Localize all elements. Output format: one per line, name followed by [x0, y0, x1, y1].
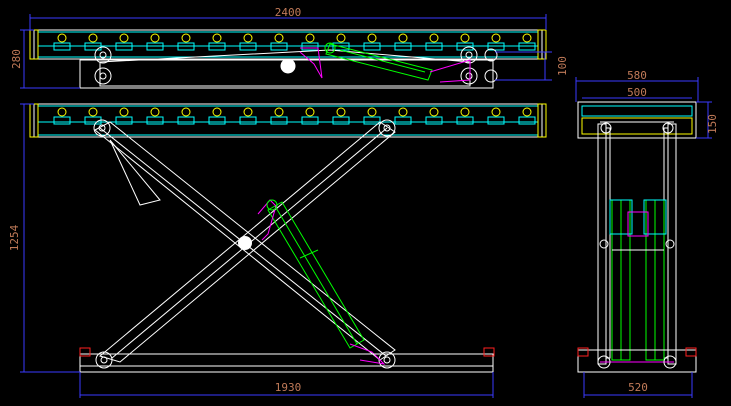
dim-end-top-height: 150	[696, 101, 719, 139]
platform-pin	[460, 33, 470, 43]
dim-raised-height-label: 1254	[8, 224, 21, 251]
platform-pin	[305, 33, 315, 43]
platform-pin	[150, 33, 160, 43]
platform-pin	[181, 33, 191, 43]
dim-end-overall-width-label: 580	[627, 69, 647, 82]
collapsed-pivot-left	[94, 46, 112, 85]
platform-tab	[146, 42, 164, 51]
platform-pin	[522, 33, 532, 43]
dim-base-length: 1930	[79, 372, 494, 398]
platform-pin	[398, 33, 408, 43]
dim-collapsed-height: 280	[10, 29, 80, 89]
dim-end-platform-width: 500	[582, 86, 692, 99]
dim-end-base-width: 520	[583, 372, 693, 398]
platform-tab	[456, 42, 474, 51]
platform-pin	[57, 107, 67, 117]
raised-cylinder	[257, 199, 386, 365]
platform-tab	[487, 116, 505, 125]
platform-tab	[518, 42, 536, 51]
dim-end-overall-width: 580	[575, 69, 699, 102]
dim-collapsed-height-label: 280	[10, 49, 23, 69]
raised-pivot-bottom-left	[95, 351, 113, 369]
platform-tab	[332, 116, 350, 125]
platform-pin	[88, 107, 98, 117]
platform-pin	[336, 107, 346, 117]
platform-pin	[429, 33, 439, 43]
platform-pin	[460, 107, 470, 117]
platform-tab	[456, 116, 474, 125]
end-cylinder-left	[609, 199, 633, 361]
platform-tab	[239, 42, 257, 51]
platform-tab	[84, 42, 102, 51]
platform-pin	[212, 33, 222, 43]
collapsed-cylinder	[299, 42, 471, 83]
dim-base-length-label: 1930	[275, 381, 302, 394]
platform-pin	[274, 33, 284, 43]
platform-tab	[363, 42, 381, 51]
platform-tab	[394, 42, 412, 51]
dim-end-platform-width-label: 500	[627, 86, 647, 99]
platform-tab	[53, 116, 71, 125]
platform-tab	[115, 42, 133, 51]
platform-tab	[301, 116, 319, 125]
platform-pin-row-raised	[53, 107, 536, 125]
platform-pin	[212, 107, 222, 117]
dim-overall-length-label: 2400	[275, 6, 302, 19]
raised-pivot-top-left	[93, 119, 111, 137]
end-cylinder-right	[643, 199, 667, 361]
platform-pin	[522, 107, 532, 117]
platform-pin	[491, 33, 501, 43]
platform-pin	[119, 33, 129, 43]
side-view-collapsed: 2400 280 100	[10, 6, 569, 89]
platform-tab	[53, 42, 71, 51]
platform-pin	[150, 107, 160, 117]
platform-pin	[243, 33, 253, 43]
end-view: 580 500 150 520	[575, 69, 719, 398]
platform-tab	[177, 42, 195, 51]
platform-pin	[398, 107, 408, 117]
dim-stroke-offset: 100	[495, 51, 569, 81]
platform-pin	[367, 33, 377, 43]
platform-pin	[57, 33, 67, 43]
platform-pin	[243, 107, 253, 117]
dim-end-base-width-label: 520	[628, 381, 648, 394]
platform-pin	[181, 107, 191, 117]
collapsed-pivot-right	[460, 46, 498, 85]
dim-stroke-offset-label: 100	[556, 56, 569, 76]
platform-pin-row-collapsed	[53, 33, 536, 51]
dim-raised-height: 1254	[8, 103, 80, 373]
platform-pin	[88, 33, 98, 43]
platform-pin	[367, 107, 377, 117]
platform-tab	[177, 116, 195, 125]
raised-pivot-top-right	[378, 119, 396, 137]
platform-tab	[270, 42, 288, 51]
platform-pin	[119, 107, 129, 117]
platform-tab	[208, 116, 226, 125]
platform-tab	[270, 116, 288, 125]
platform-pin	[336, 33, 346, 43]
platform-tab	[239, 116, 257, 125]
platform-pin	[274, 107, 284, 117]
raised-pivot-bottom-right	[378, 351, 396, 369]
platform-tab	[394, 116, 412, 125]
platform-tab	[363, 116, 381, 125]
side-view-raised: 1254 1930	[8, 103, 547, 398]
dim-end-top-height-label: 150	[706, 114, 719, 134]
platform-pin	[305, 107, 315, 117]
platform-tab	[208, 42, 226, 51]
platform-tab	[115, 116, 133, 125]
platform-tab	[301, 42, 319, 51]
platform-tab	[146, 116, 164, 125]
platform-tab	[518, 116, 536, 125]
platform-tab	[425, 116, 443, 125]
dim-overall-length: 2400	[29, 6, 547, 30]
platform-tab	[425, 42, 443, 51]
platform-pin	[429, 107, 439, 117]
platform-tab	[487, 42, 505, 51]
platform-pin	[491, 107, 501, 117]
